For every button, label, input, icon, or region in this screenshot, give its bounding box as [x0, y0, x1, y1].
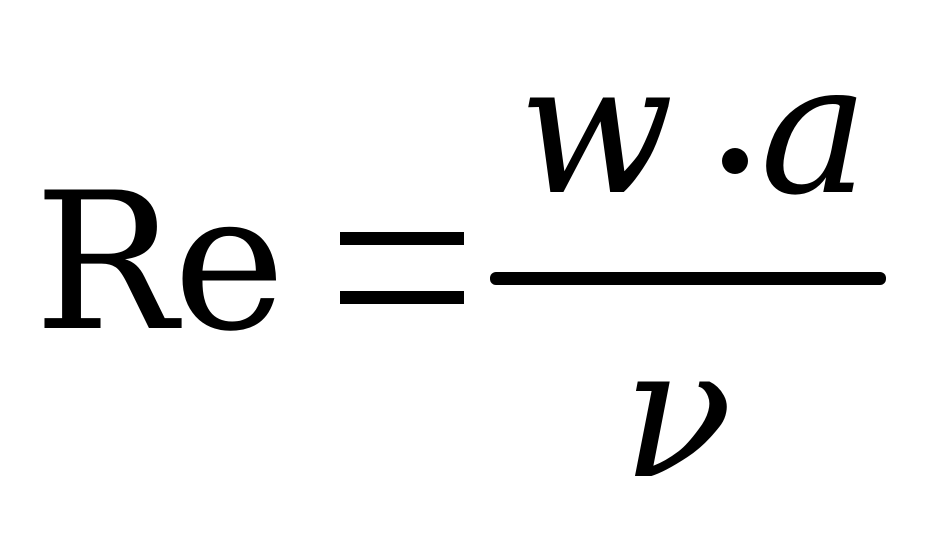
equals-bar-bottom	[340, 291, 464, 304]
fraction-line	[490, 272, 886, 285]
formula-lhs: Re	[34, 152, 285, 373]
fraction-denominator: ν	[622, 307, 733, 519]
numerator-variable-w: w	[518, 23, 674, 235]
numerator-variable-a: a	[760, 23, 869, 235]
fraction-numerator: w a	[510, 38, 880, 228]
multiplication-dot	[722, 148, 748, 174]
equals-sign	[340, 232, 464, 304]
equals-bar-top	[340, 232, 464, 245]
